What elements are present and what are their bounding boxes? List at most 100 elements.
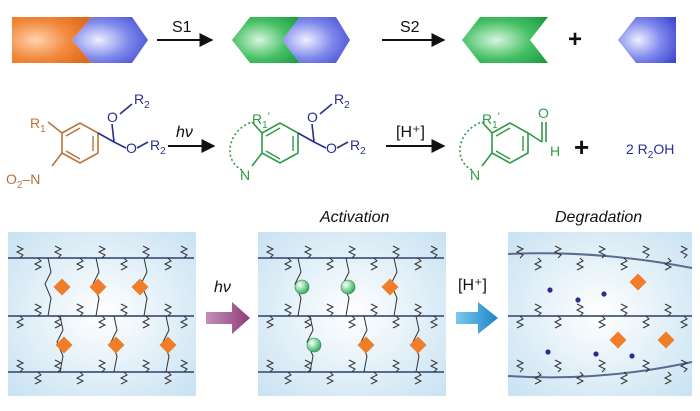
side-chain xyxy=(75,371,85,385)
byproduct-alcohol: 2 R2OH xyxy=(626,141,674,161)
activated-sphere-icon xyxy=(340,279,356,295)
side-chain xyxy=(391,315,401,329)
green-chevron-icon xyxy=(462,17,548,63)
side-chain xyxy=(575,371,585,385)
row2-plus: + xyxy=(574,132,589,162)
crosslink xyxy=(44,257,52,317)
row1-blocks: S1 S2 + xyxy=(12,17,676,63)
intermediate-molecule: R1' N O R2 O R2 xyxy=(229,91,366,183)
side-chain xyxy=(179,315,189,329)
side-chain xyxy=(325,371,335,385)
mid-r2-top: R2 xyxy=(334,91,350,111)
row2-chemistry: R1 O2–N O R2 O R2 hν R1' N xyxy=(6,91,674,191)
side-chain xyxy=(163,371,173,385)
side-chain xyxy=(347,245,357,259)
side-chain xyxy=(429,245,439,259)
panel-initial-network xyxy=(8,245,194,385)
side-chain xyxy=(75,303,85,317)
side-chain xyxy=(663,303,673,317)
mid-r1-prime: R1' xyxy=(252,111,270,131)
start-r2-top: R2 xyxy=(134,91,150,111)
side-chain xyxy=(391,359,401,373)
panel-degradation-network xyxy=(507,245,693,385)
polymer-chain xyxy=(507,361,693,379)
crosslink xyxy=(56,315,64,373)
side-chain xyxy=(575,257,585,271)
cleaved-end-icon xyxy=(575,297,581,303)
s1-label: S1 xyxy=(172,19,192,36)
side-chain xyxy=(265,315,275,329)
side-chain xyxy=(141,359,151,373)
crosslinker-diamond-icon xyxy=(89,278,107,296)
side-chain xyxy=(533,257,543,271)
side-chain xyxy=(283,371,293,385)
side-chain xyxy=(663,371,673,385)
crosslinker-diamond-icon xyxy=(657,331,675,349)
acid-block-arrow-icon xyxy=(456,302,498,334)
crosslinker-diamond-icon xyxy=(381,278,399,296)
side-chain xyxy=(641,315,651,329)
mid-ring-closure xyxy=(229,121,253,171)
side-chain xyxy=(553,245,563,259)
crosslinker-diamond-icon xyxy=(357,336,375,354)
side-chain xyxy=(679,359,689,373)
side-chain xyxy=(597,315,607,329)
side-chain xyxy=(179,359,189,373)
hv-block-label: hν xyxy=(214,279,231,296)
start-o-top: O xyxy=(107,109,118,125)
side-chain xyxy=(515,315,525,329)
side-chain xyxy=(179,245,189,259)
crosslink xyxy=(294,257,302,317)
side-chain xyxy=(325,257,335,271)
hv-block-arrow-icon xyxy=(206,302,250,334)
side-chain xyxy=(119,257,129,271)
acid-block-label: [H⁺] xyxy=(458,277,487,294)
side-chain xyxy=(119,371,129,385)
side-chain xyxy=(619,257,629,271)
s2-label: S2 xyxy=(400,19,420,36)
side-chain xyxy=(53,245,63,259)
panel-initial xyxy=(8,232,196,396)
side-chain xyxy=(597,245,607,259)
side-chain xyxy=(33,303,43,317)
side-chain xyxy=(413,303,423,317)
activation-title: Activation xyxy=(319,209,389,226)
mid-n: N xyxy=(240,167,250,183)
side-chain xyxy=(369,257,379,271)
hv-label: hν xyxy=(176,124,193,141)
activated-sphere-icon xyxy=(294,279,310,295)
polymer-chain xyxy=(507,252,693,269)
side-chain xyxy=(347,315,357,329)
start-o-mid: O xyxy=(126,140,137,156)
start-nitro: O2–N xyxy=(6,171,40,191)
crosslinker-diamond-icon xyxy=(629,273,647,291)
crosslinker-diamond-icon xyxy=(107,336,125,354)
side-chain xyxy=(413,257,423,271)
mid-o-mid: O xyxy=(326,140,337,156)
row1-plus: + xyxy=(568,26,582,53)
side-chain xyxy=(265,359,275,373)
side-chain xyxy=(141,315,151,329)
crosslinker-diamond-icon xyxy=(159,336,177,354)
crosslinker-diamond-icon xyxy=(131,278,149,296)
green-blue-block-icon xyxy=(232,17,350,63)
side-chain xyxy=(553,315,563,329)
mid-o-top: O xyxy=(307,109,318,125)
side-chain xyxy=(141,245,151,259)
side-chain xyxy=(663,257,673,271)
side-chain xyxy=(33,371,43,385)
side-chain xyxy=(97,359,107,373)
side-chain xyxy=(15,359,25,373)
side-chain xyxy=(75,257,85,271)
side-chain xyxy=(303,245,313,259)
prod-o: O xyxy=(538,105,549,121)
side-chain xyxy=(15,315,25,329)
side-chain xyxy=(553,359,563,373)
start-r2-mid: R2 xyxy=(150,137,166,157)
prod-ring-closure xyxy=(459,121,483,171)
side-chain xyxy=(283,257,293,271)
side-chain xyxy=(97,315,107,329)
side-chain xyxy=(533,303,543,317)
orange-blue-block-icon xyxy=(12,17,148,63)
